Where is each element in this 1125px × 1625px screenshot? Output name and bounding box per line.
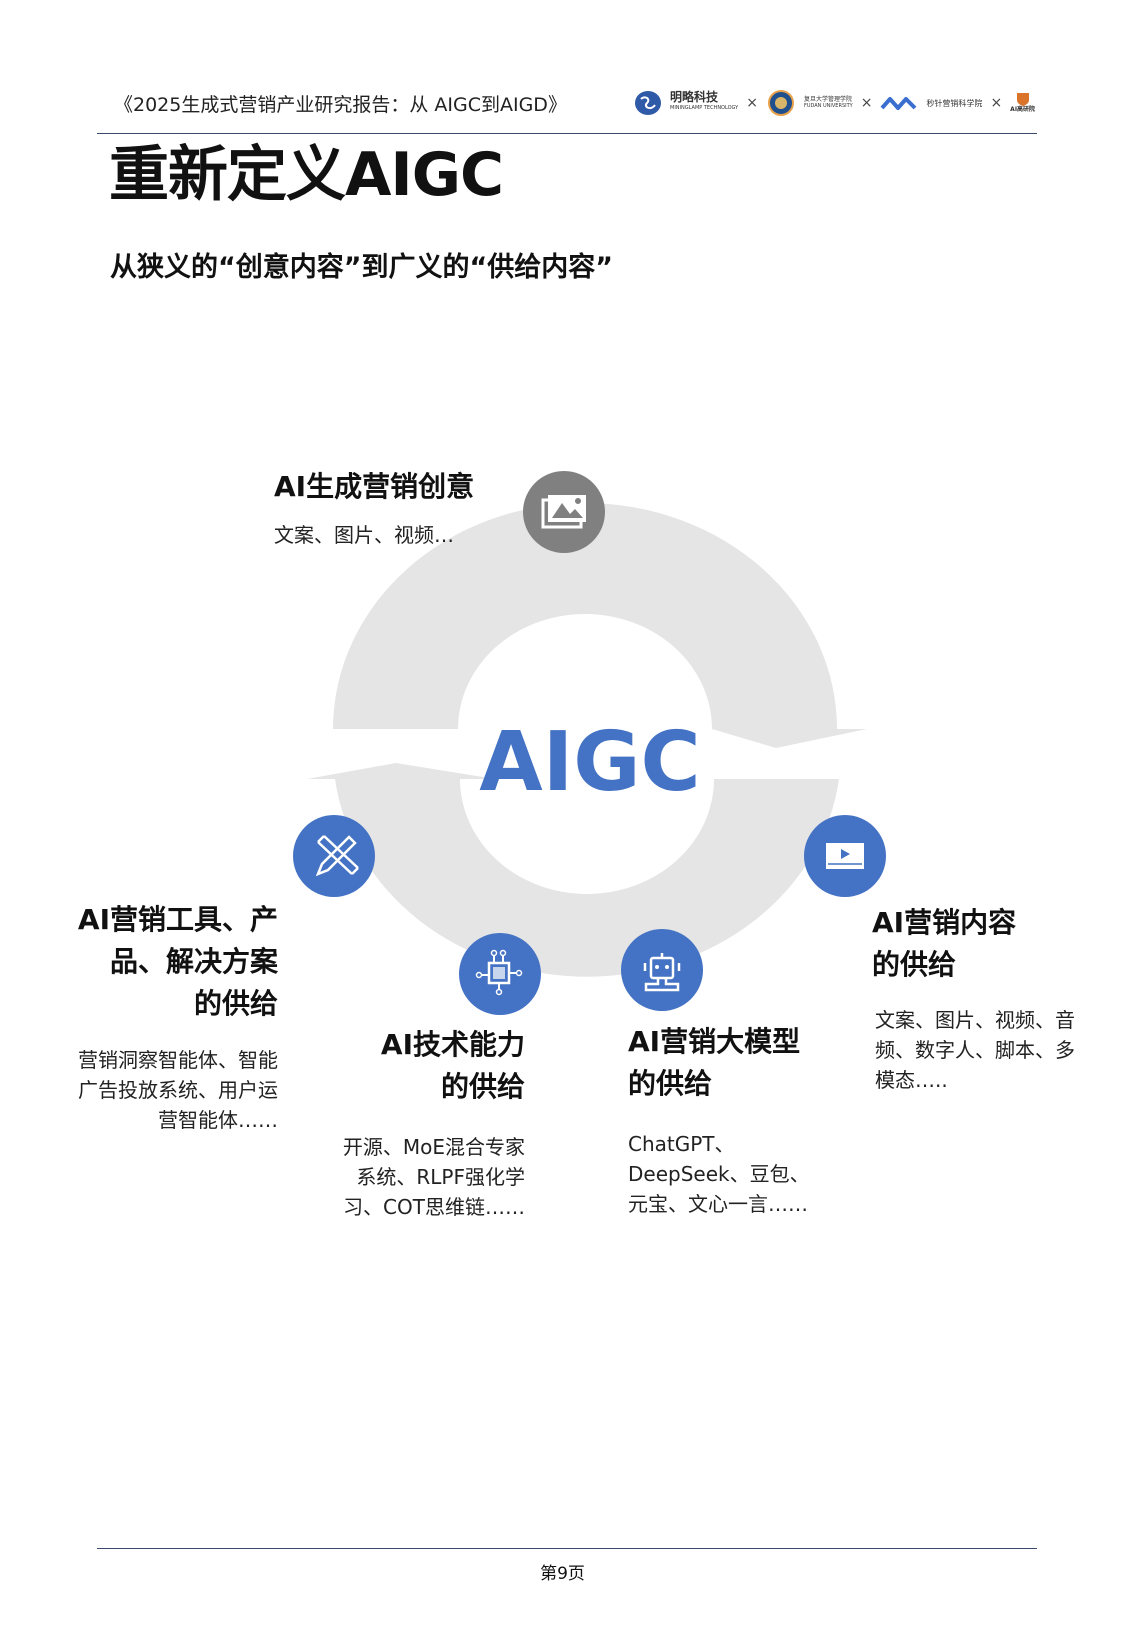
desc-line: 模态….. — [875, 1068, 948, 1092]
desc-line: 习、COT思维链…… — [343, 1195, 525, 1219]
separator: × — [990, 95, 1003, 111]
node-content-desc: 文案、图片、视频、音 频、数字人、脚本、多 模态….. — [875, 1005, 1075, 1095]
logo-mininglamp-name: 明略科技 — [670, 90, 719, 104]
node-tools-desc: 营销洞察智能体、智能 广告投放系统、用户运 营智能体…… — [78, 1045, 278, 1135]
logo-ai-institute-name: AI高研院 — [1010, 106, 1036, 113]
heading-line: 的供给 — [628, 1067, 713, 1100]
fudan-seal-icon — [767, 90, 794, 116]
node-llm-heading: AI营销大模型 的供给 — [628, 1021, 800, 1105]
ring-lower-half — [307, 763, 839, 977]
image-icon — [523, 471, 605, 553]
header-divider — [97, 133, 1037, 134]
page-number: 第9页 — [540, 1564, 585, 1584]
node-content-heading: AI营销内容 的供给 — [872, 902, 1016, 986]
heading-line: AI营销内容 — [872, 906, 1017, 939]
miaozhen-logo-icon — [880, 97, 917, 110]
heading-line: 的供给 — [872, 948, 957, 981]
logo-miaozhen-name: 秒针营销科学院 — [926, 98, 983, 108]
chip-icon — [459, 933, 541, 1015]
logo-fudan-name: 复旦大学管理学院 — [803, 96, 852, 103]
desc-line: 营销洞察智能体、智能 — [78, 1048, 278, 1072]
desc-line: ChatGPT、 — [628, 1132, 735, 1156]
page-title: 重新定义AIGC — [109, 140, 504, 210]
heading-line: AI营销大模型 — [628, 1025, 801, 1058]
heading-line: AI技术能力 — [380, 1028, 525, 1061]
heading-line: 品、解决方案 — [109, 945, 278, 978]
desc-line: 文案、图片、视频… — [274, 523, 454, 547]
desc-line: 营智能体…… — [158, 1108, 278, 1132]
pencil-ruler-icon — [293, 815, 375, 897]
node-tech-desc: 开源、MoE混合专家 系统、RLPF强化学 习、COT思维链…… — [343, 1132, 525, 1222]
separator: × — [860, 95, 873, 111]
desc-line: DeepSeek、豆包、 — [628, 1162, 810, 1186]
node-tech-heading: AI技术能力 的供给 — [381, 1024, 525, 1108]
report-title: 《2025生成式营销产业研究报告：从 AIGC到AIGD》 — [114, 94, 567, 116]
desc-line: 广告投放系统、用户运 — [78, 1078, 278, 1102]
desc-line: 文案、图片、视频、音 — [875, 1008, 1075, 1032]
logo-fudan-sub: FUDAN UNIVERSITY — [803, 103, 853, 109]
robot-icon — [621, 929, 703, 1011]
desc-line: 元宝、文心一言…… — [628, 1192, 808, 1216]
node-creative-heading: AI生成营销创意 — [274, 466, 474, 508]
logo-mininglamp-sub: MININGLAMP TECHNOLOGY — [670, 105, 739, 111]
node-llm-desc: ChatGPT、 DeepSeek、豆包、 元宝、文心一言…… — [628, 1129, 810, 1219]
desc-line: 系统、RLPF强化学 — [356, 1165, 525, 1189]
heading-line: 的供给 — [440, 1070, 525, 1103]
desc-line: 频、数字人、脚本、多 — [875, 1038, 1075, 1062]
desc-line: 开源、MoE混合专家 — [342, 1135, 525, 1159]
separator: × — [746, 95, 758, 111]
ring-upper-half — [333, 503, 867, 748]
heading-line: AI生成营销创意 — [274, 470, 475, 503]
node-tools-heading: AI营销工具、产 品、解决方案 的供给 — [78, 899, 278, 1025]
page-subtitle: 从狭义的“创意内容”到广义的“供给内容” — [110, 252, 613, 283]
aigc-center-label: AIGC — [479, 715, 700, 810]
node-creative-desc: 文案、图片、视频… — [274, 520, 454, 550]
heading-line: AI营销工具、产 — [77, 903, 278, 936]
footer-divider — [97, 1548, 1037, 1549]
ai-institute-shield-icon — [1016, 93, 1029, 106]
mininglamp-logo-icon — [635, 91, 661, 115]
heading-line: 的供给 — [193, 987, 278, 1020]
partner-logos: 明略科技 MININGLAMP TECHNOLOGY × 复旦大学管理学院 FU… — [634, 86, 1035, 120]
video-player-icon — [804, 815, 886, 897]
